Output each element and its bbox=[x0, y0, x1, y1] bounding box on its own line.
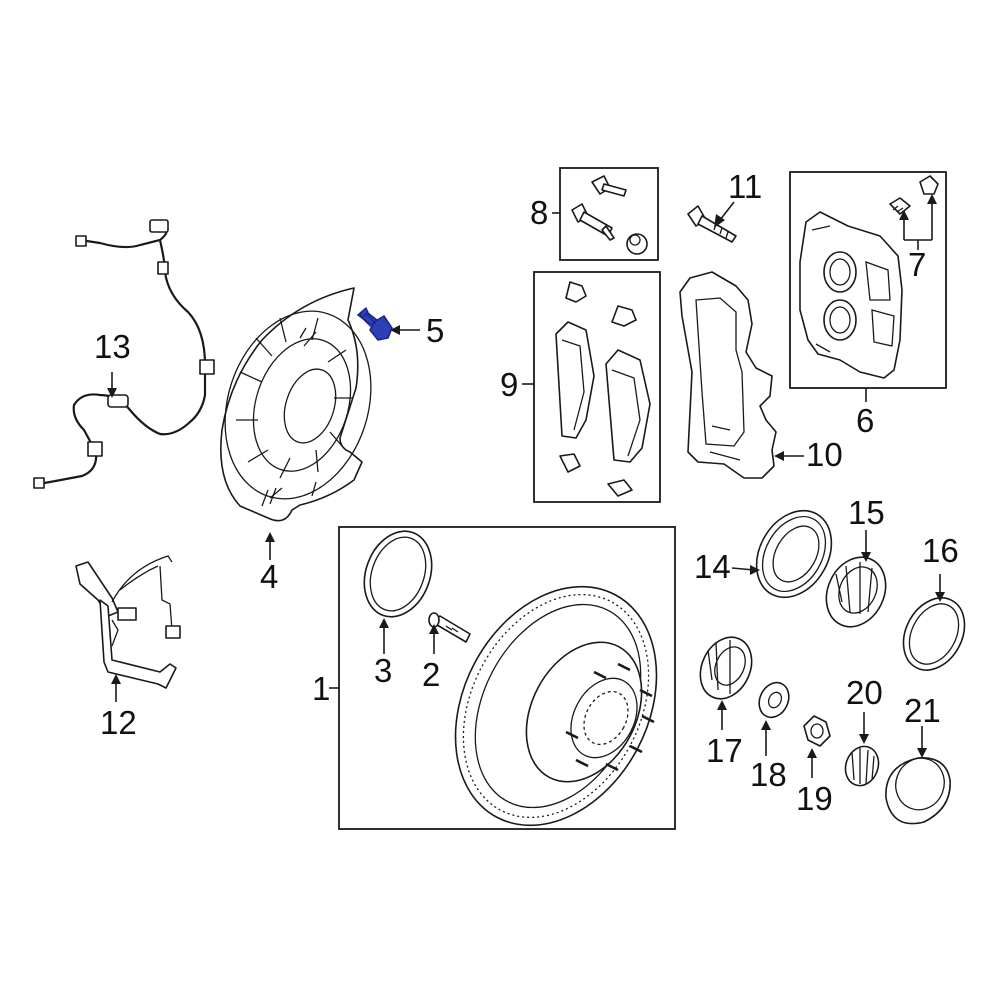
callout-3: 3 bbox=[374, 652, 392, 689]
caliper-box bbox=[789, 171, 947, 389]
callout-2: 2 bbox=[422, 656, 440, 693]
rotor-seal-ring[interactable] bbox=[353, 522, 443, 627]
nut-retainer[interactable] bbox=[840, 742, 884, 791]
callout-10: 10 bbox=[806, 436, 843, 473]
callout-14: 14 bbox=[694, 548, 731, 585]
callout-6: 6 bbox=[856, 402, 874, 439]
brake-pad-kit[interactable] bbox=[555, 281, 651, 497]
spindle-nut[interactable] bbox=[803, 715, 831, 747]
callout-9: 9 bbox=[500, 366, 518, 403]
outer-bearing[interactable] bbox=[691, 629, 762, 707]
washer[interactable] bbox=[754, 678, 795, 722]
wheel-stud[interactable] bbox=[428, 612, 471, 643]
hardware-kit-box bbox=[559, 167, 659, 261]
callout-16: 16 bbox=[922, 532, 959, 569]
leader-lines bbox=[107, 194, 945, 778]
callout-4: 4 bbox=[260, 558, 278, 595]
callout-labels: 1 2 3 4 5 6 7 8 9 10 11 12 13 14 15 16 1… bbox=[94, 168, 959, 817]
brake-dust-shield[interactable] bbox=[202, 287, 394, 522]
shield-bolt-highlighted[interactable] bbox=[356, 307, 393, 341]
callout-19: 19 bbox=[796, 780, 833, 817]
grease-seal[interactable] bbox=[742, 497, 847, 611]
inner-bearing[interactable] bbox=[815, 548, 896, 637]
callout-18: 18 bbox=[750, 756, 787, 793]
abs-sensor-wire[interactable] bbox=[33, 219, 215, 489]
callout-12: 12 bbox=[100, 704, 137, 741]
bracket-bolt[interactable] bbox=[687, 205, 737, 243]
caliper-hardware-kit[interactable] bbox=[571, 175, 648, 255]
dust-cap[interactable] bbox=[885, 751, 952, 825]
callout-8: 8 bbox=[530, 194, 548, 231]
brake-caliper[interactable] bbox=[799, 211, 903, 379]
callout-1: 1 bbox=[312, 670, 330, 707]
callout-21: 21 bbox=[904, 692, 941, 729]
bearing-race[interactable] bbox=[891, 587, 976, 680]
callout-17: 17 bbox=[706, 732, 743, 769]
callout-20: 20 bbox=[846, 674, 883, 711]
brake-rotor-hub[interactable] bbox=[416, 552, 697, 861]
callout-11: 11 bbox=[728, 168, 762, 205]
bleeder-screw-and-cap[interactable] bbox=[889, 175, 939, 215]
pad-kit-box bbox=[533, 271, 661, 503]
callout-7: 7 bbox=[908, 246, 926, 283]
callout-15: 15 bbox=[848, 494, 885, 531]
callout-5: 5 bbox=[426, 312, 444, 349]
callout-13: 13 bbox=[94, 328, 131, 365]
caliper-bracket[interactable] bbox=[679, 271, 777, 479]
sensor-bracket[interactable] bbox=[75, 555, 181, 689]
rotor-group-box bbox=[338, 526, 676, 830]
